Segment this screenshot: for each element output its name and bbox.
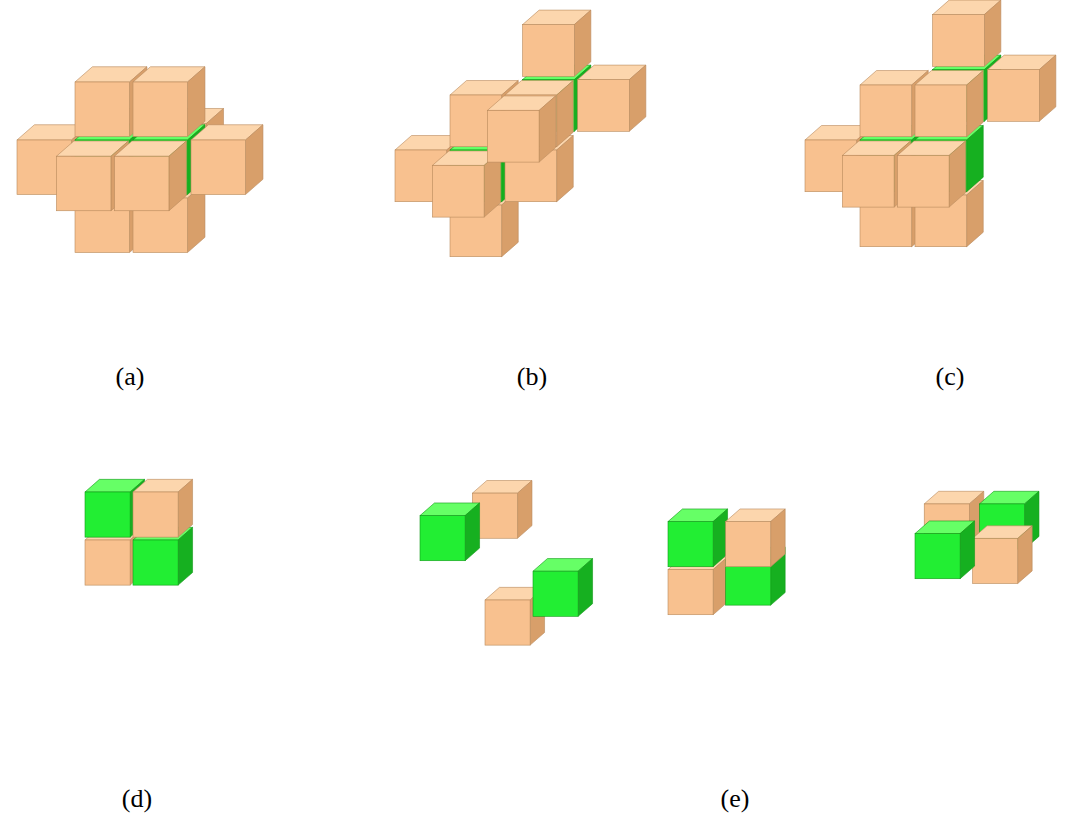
panel-label: (d)	[122, 784, 152, 814]
cube-cluster	[485, 559, 593, 646]
cube	[973, 526, 1033, 584]
panel-label: (a)	[116, 362, 145, 392]
panel-label: (b)	[517, 362, 547, 392]
cube	[726, 509, 786, 567]
cube	[487, 96, 555, 162]
cube	[191, 125, 263, 195]
cube	[523, 10, 591, 76]
cube-cluster	[395, 10, 646, 257]
cube-cluster	[668, 509, 785, 615]
cube	[114, 141, 186, 211]
cube	[420, 503, 480, 561]
cube	[472, 481, 532, 539]
cube	[133, 67, 205, 137]
cube	[933, 0, 1001, 66]
cube	[915, 521, 975, 579]
panel-label: (c)	[936, 362, 965, 392]
cube	[897, 141, 965, 207]
cube-cluster	[420, 481, 532, 561]
cube	[988, 55, 1056, 121]
cube	[578, 65, 646, 131]
cube	[915, 71, 983, 137]
cube-cluster	[805, 0, 1056, 247]
cube	[533, 559, 593, 617]
cube-cluster	[17, 67, 263, 253]
cube	[668, 509, 728, 567]
panel-label: (e)	[721, 784, 750, 814]
cube-cluster	[85, 479, 193, 585]
cube	[133, 479, 193, 537]
cube-cluster	[915, 491, 1039, 583]
